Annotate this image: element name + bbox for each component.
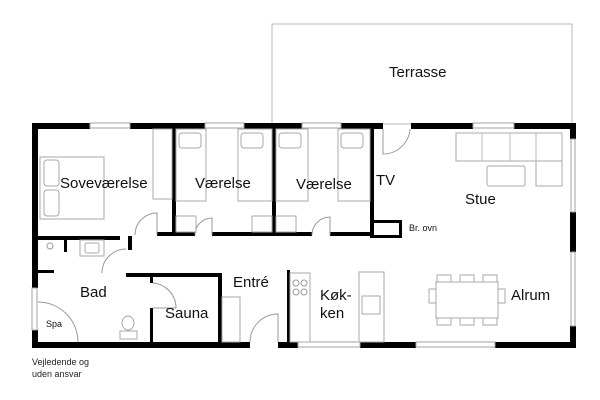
room-label-koekken-line2: ken xyxy=(320,305,345,322)
room-label-entre: Entré xyxy=(233,274,269,291)
room-label-vaerelse-1: Værelse xyxy=(195,175,251,192)
furniture xyxy=(39,128,563,343)
disclaimer-line-2: uden ansvar xyxy=(32,369,82,379)
room-label-sovevaerelse: Soveværelse xyxy=(60,175,148,192)
room-label-tv: TV xyxy=(376,172,396,189)
room-label-vaerelse-2: Værelse xyxy=(296,176,352,193)
disclaimer-line-1: Vejledende og xyxy=(32,357,90,367)
room-label-spa: Spa xyxy=(46,319,63,329)
room-label-terrasse: Terrasse xyxy=(389,64,447,81)
interior-walls xyxy=(32,123,402,345)
room-label-koekken-line1: Køk- xyxy=(320,287,352,304)
windows xyxy=(31,122,576,348)
room-label-sauna: Sauna xyxy=(165,305,209,322)
room-label-stue: Stue xyxy=(465,191,496,208)
room-label-braendeovn: Br. ovn xyxy=(409,223,438,233)
room-label-bad: Bad xyxy=(80,284,107,301)
room-label-alrum: Alrum xyxy=(511,287,551,304)
